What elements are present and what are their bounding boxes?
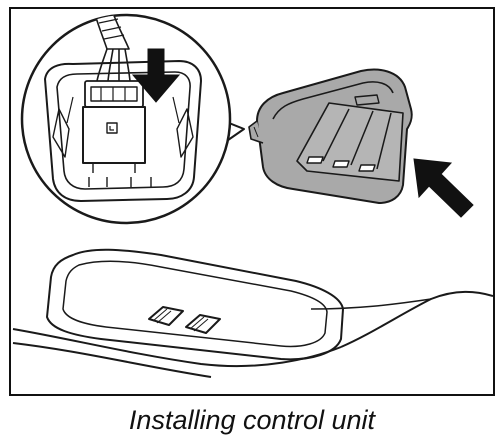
connector-detail-callout [20,13,245,225]
diagram-frame [9,7,495,396]
down-arrow-icon [131,48,181,103]
indicator-led-3 [358,164,376,172]
housing-inner [56,71,191,190]
bracket-slot-right [185,314,221,334]
bracket-slot-left [148,306,184,326]
headliner-panel [12,248,493,378]
control-unit [248,68,413,204]
diagonal-arrow-icon [413,158,474,218]
connector-body [82,106,146,164]
housing-outer [44,60,202,202]
indicator-led-1 [306,156,324,164]
figure-caption: Installing control unit [128,405,376,435]
installation-diagram [12,13,493,378]
indicator-led-2 [332,160,350,168]
